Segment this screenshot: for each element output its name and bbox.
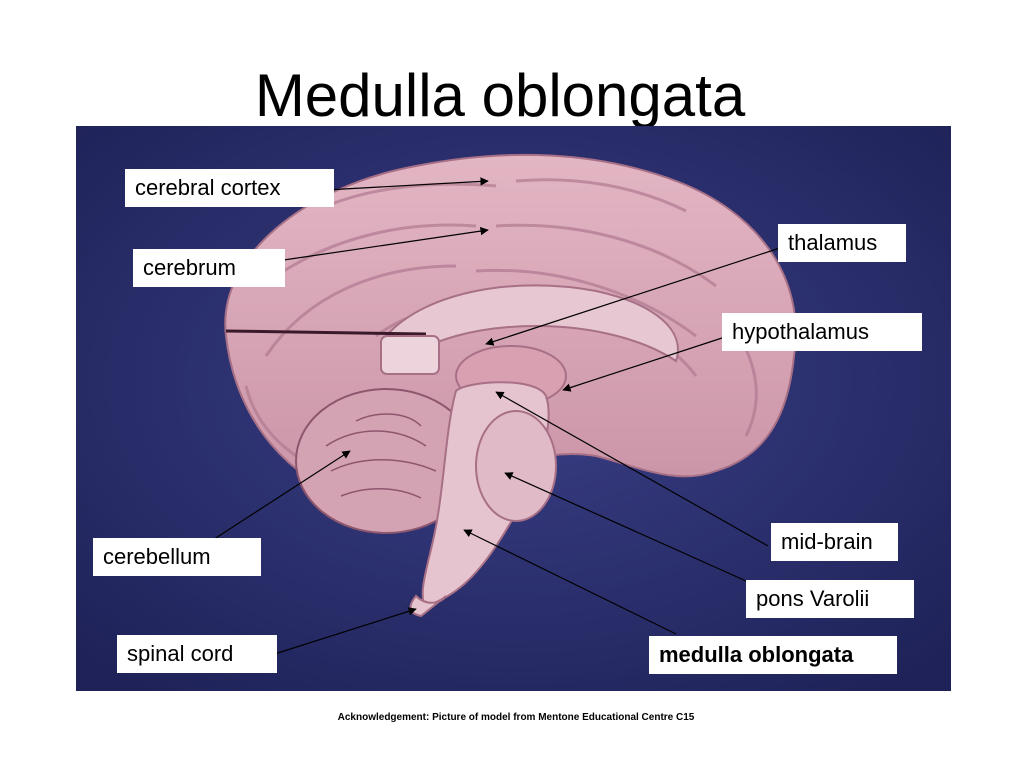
slide-title: Medulla oblongata	[254, 62, 746, 129]
label-hypothalamus: hypothalamus	[722, 313, 922, 351]
label-spinal-cord: spinal cord	[117, 635, 277, 673]
acknowledgement: Acknowledgement: Picture of model from M…	[337, 712, 695, 723]
label-cerebellum: cerebellum	[93, 538, 261, 576]
label-cerebral-cortex: cerebral cortex	[125, 169, 334, 207]
label-pons-varolii: pons Varolii	[746, 580, 914, 618]
spinal-cord-shape	[409, 594, 447, 618]
label-cerebrum: cerebrum	[133, 249, 285, 287]
label-thalamus: thalamus	[778, 224, 906, 262]
label-medulla-oblongata: medulla oblongata	[649, 636, 897, 674]
label-mid-brain: mid-brain	[771, 523, 898, 561]
